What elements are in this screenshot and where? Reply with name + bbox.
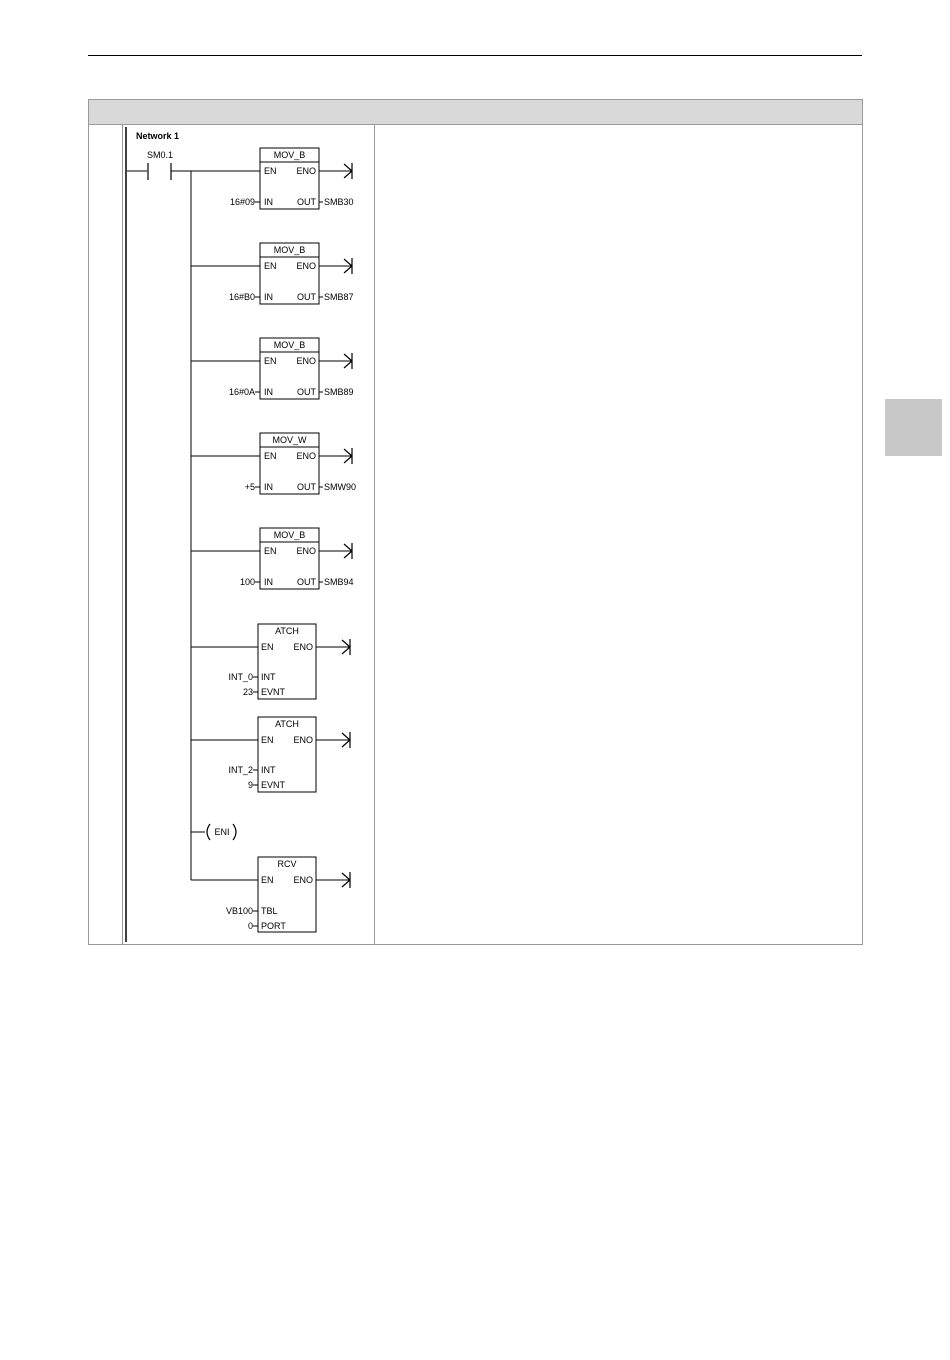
mov-en-label-3: EN (264, 451, 277, 461)
mov-output-value-4: SMB94 (324, 577, 354, 587)
attach-pin-label-1-0: INT (261, 765, 276, 775)
mov-input-value-0: 16#09 (230, 197, 255, 207)
mov-eno-label-3: ENO (296, 451, 316, 461)
mov-block-name-3: MOV_W (272, 435, 307, 445)
mov-out-label-1: OUT (297, 292, 317, 302)
mov-in-label-3: IN (264, 482, 273, 492)
mov-en-label-2: EN (264, 356, 277, 366)
attach-block-name-1: ATCH (275, 719, 299, 729)
mov-input-value-3: +5 (245, 482, 255, 492)
attach-eno-label-0: ENO (293, 642, 313, 652)
attach-eno-label-1: ENO (293, 735, 313, 745)
mov-eno-label-1: ENO (296, 261, 316, 271)
mov-output-value-3: SMW90 (324, 482, 356, 492)
rcv-pin-value-0: VB100 (226, 906, 253, 916)
attach-pin-label-0-0: INT (261, 672, 276, 682)
attach-pin-value-0-0: INT_0 (228, 672, 253, 682)
attach-pin-label-1-1: EVNT (261, 780, 286, 790)
mov-block-name-1: MOV_B (274, 245, 306, 255)
mov-in-label-0: IN (264, 197, 273, 207)
attach-pin-value-0-1: 23 (243, 687, 253, 697)
rcv-pin-value-1: 0 (248, 921, 253, 931)
mov-in-label-2: IN (264, 387, 273, 397)
mov-en-label-1: EN (264, 261, 277, 271)
attach-block-name-0: ATCH (275, 626, 299, 636)
mov-output-value-1: SMB87 (324, 292, 354, 302)
mov-output-value-2: SMB89 (324, 387, 354, 397)
eni-coil-right-paren (233, 824, 236, 840)
mov-block-name-4: MOV_B (274, 530, 306, 540)
mov-eno-label-0: ENO (296, 166, 316, 176)
rcv-pin-label-0: TBL (261, 906, 278, 916)
mov-block-name-2: MOV_B (274, 340, 306, 350)
mov-input-value-2: 16#0A (229, 387, 255, 397)
mov-eno-label-4: ENO (296, 546, 316, 556)
mov-out-label-2: OUT (297, 387, 317, 397)
mov-input-value-4: 100 (240, 577, 255, 587)
contact-label: SM0.1 (147, 150, 173, 160)
mov-output-value-0: SMB30 (324, 197, 354, 207)
mov-block-name-0: MOV_B (274, 150, 306, 160)
mov-out-label-0: OUT (297, 197, 317, 207)
mov-out-label-3: OUT (297, 482, 317, 492)
mov-input-value-1: 16#B0 (229, 292, 255, 302)
mov-out-label-4: OUT (297, 577, 317, 587)
network-title: Network 1 (136, 131, 179, 141)
mov-eno-label-2: ENO (296, 356, 316, 366)
attach-en-label-1: EN (261, 735, 274, 745)
eni-coil-left-paren (207, 824, 210, 840)
attach-pin-label-0-1: EVNT (261, 687, 286, 697)
rcv-pin-label-1: PORT (261, 921, 286, 931)
rcv-block-name: RCV (277, 859, 296, 869)
mov-in-label-1: IN (264, 292, 273, 302)
rcv-eno-label: ENO (293, 875, 313, 885)
eni-coil-label: ENI (214, 827, 229, 837)
attach-pin-value-1-1: 9 (248, 780, 253, 790)
mov-en-label-0: EN (264, 166, 277, 176)
mov-en-label-4: EN (264, 546, 277, 556)
attach-en-label-0: EN (261, 642, 274, 652)
attach-pin-value-1-0: INT_2 (228, 765, 253, 775)
rcv-en-label: EN (261, 875, 274, 885)
mov-in-label-4: IN (264, 577, 273, 587)
